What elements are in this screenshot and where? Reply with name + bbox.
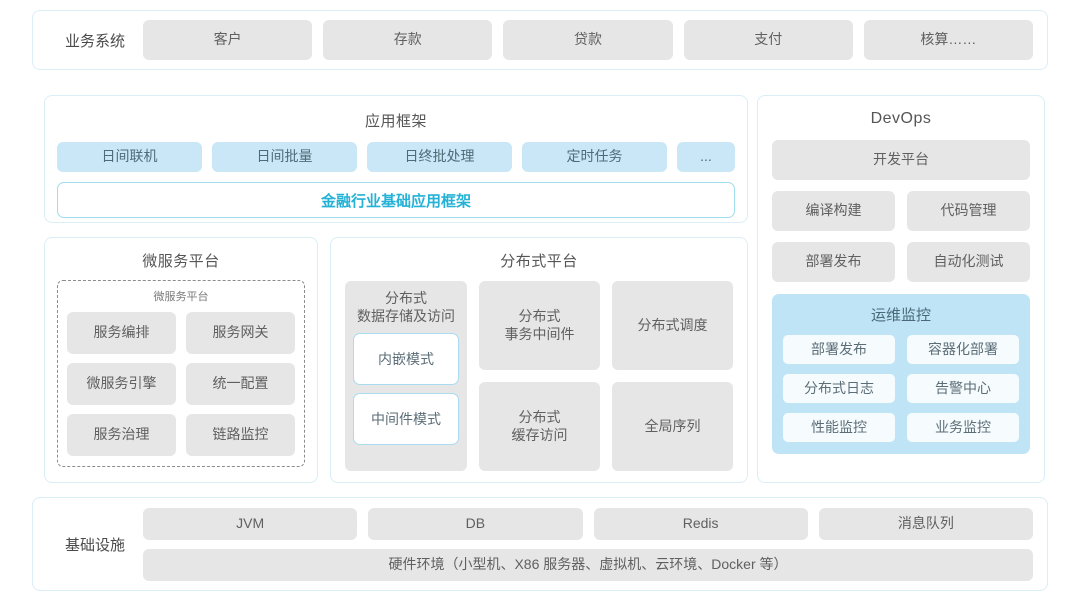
distributed-chip-embedded-mode[interactable]: 内嵌模式 xyxy=(353,333,459,386)
devops-chip-compile-build[interactable]: 编译构建 xyxy=(772,191,895,231)
infrastructure-label: 基础设施 xyxy=(64,536,125,554)
distributed-chip-transaction-middleware-line2: 事务中间件 xyxy=(504,325,575,342)
hardware-environment-row: 硬件环境（小型机、X86 服务器、虚拟机、云环境、Docker 等） xyxy=(143,548,1033,581)
financial-base-framework-banner: 金融行业基础应用框架 xyxy=(57,182,735,218)
business-system-row: 业务系统 客户 存款 贷款 支付 核算…… xyxy=(32,10,1048,70)
application-framework-panel: 应用框架 日间联机 日间批量 日终批处理 定时任务 ... 金融行业基础应用框架 xyxy=(44,95,748,223)
microservice-chip-governance[interactable]: 服务治理 xyxy=(67,414,176,456)
business-chip-payment[interactable]: 支付 xyxy=(683,20,853,60)
infra-chip-redis[interactable]: Redis xyxy=(593,507,808,540)
infra-chip-jvm[interactable]: JVM xyxy=(143,507,358,540)
distributed-chip-cache-access-line2: 缓存访问 xyxy=(511,426,568,443)
devops-chip-deploy-release[interactable]: 部署发布 xyxy=(772,242,895,282)
business-chip-loan[interactable]: 贷款 xyxy=(503,20,673,60)
distributed-data-storage-title-line2: 数据存储及访问 xyxy=(357,308,455,325)
microservice-items-grid: 服务编排 服务网关 微服务引擎 统一配置 服务治理 链路监控 xyxy=(67,312,295,456)
ops-chip-performance-monitor[interactable]: 性能监控 xyxy=(782,412,896,443)
appframe-chip-daytime-batch[interactable]: 日间批量 xyxy=(212,142,357,172)
appframe-chip-eod-batch[interactable]: 日终批处理 xyxy=(367,142,512,172)
business-chip-accounting[interactable]: 核算…… xyxy=(863,20,1034,60)
distributed-chip-cache-access-line1: 分布式 xyxy=(518,409,561,425)
ops-chip-deploy-release[interactable]: 部署发布 xyxy=(782,334,896,365)
distributed-chip-scheduling[interactable]: 分布式调度 xyxy=(612,281,733,370)
microservice-platform-panel: 微服务平台 微服务平台 服务编排 服务网关 微服务引擎 统一配置 服务治理 链路… xyxy=(44,237,318,483)
devops-items-grid: 编译构建 代码管理 部署发布 自动化测试 xyxy=(772,191,1030,282)
appframe-chip-daytime-online[interactable]: 日间联机 xyxy=(57,142,202,172)
distributed-chip-transaction-middleware[interactable]: 分布式 事务中间件 xyxy=(479,281,600,370)
appframe-chip-scheduled-task[interactable]: 定时任务 xyxy=(522,142,667,172)
microservice-platform-title: 微服务平台 xyxy=(142,253,220,270)
distributed-platform-panel: 分布式平台 分布式 数据存储及访问 内嵌模式 中间件模式 分布式 事务中间件 分… xyxy=(330,237,748,483)
ops-monitoring-title: 运维监控 xyxy=(870,307,931,324)
business-chip-customer[interactable]: 客户 xyxy=(143,20,313,60)
microservice-chip-gateway[interactable]: 服务网关 xyxy=(186,312,295,354)
distributed-platform-body: 分布式 数据存储及访问 内嵌模式 中间件模式 分布式 事务中间件 分布式调度 分… xyxy=(345,281,733,471)
business-system-label: 业务系统 xyxy=(64,32,125,50)
devops-chip-automated-test[interactable]: 自动化测试 xyxy=(907,242,1030,282)
distributed-chip-global-sequence[interactable]: 全局序列 xyxy=(612,382,733,471)
business-chip-deposit[interactable]: 存款 xyxy=(323,20,493,60)
microservice-chip-unified-config[interactable]: 统一配置 xyxy=(186,363,295,405)
distributed-chip-transaction-middleware-line1: 分布式 xyxy=(518,308,561,324)
appframe-chip-more[interactable]: ... xyxy=(677,142,735,172)
ops-chip-containerized-deploy[interactable]: 容器化部署 xyxy=(906,334,1020,365)
ops-monitoring-panel: 运维监控 部署发布 容器化部署 分布式日志 告警中心 性能监控 业务监控 xyxy=(772,294,1030,454)
distributed-data-storage-title: 分布式 数据存储及访问 xyxy=(353,289,459,325)
ops-chip-alert-center[interactable]: 告警中心 xyxy=(906,373,1020,404)
infrastructure-row: 基础设施 JVM DB Redis 消息队列 硬件环境（小型机、X86 服务器、… xyxy=(32,497,1048,591)
ops-chip-business-monitor[interactable]: 业务监控 xyxy=(906,412,1020,443)
infrastructure-chips: JVM DB Redis 消息队列 xyxy=(143,507,1033,540)
business-system-chips: 客户 存款 贷款 支付 核算…… xyxy=(143,20,1034,60)
microservice-inner-title: 微服务平台 xyxy=(153,291,209,303)
devops-chip-dev-platform[interactable]: 开发平台 xyxy=(772,140,1030,180)
distributed-items-grid: 分布式 事务中间件 分布式调度 分布式 缓存访问 全局序列 xyxy=(479,281,733,471)
infra-chip-message-queue[interactable]: 消息队列 xyxy=(818,507,1033,540)
distributed-chip-cache-access[interactable]: 分布式 缓存访问 xyxy=(479,382,600,471)
microservice-inner-box: 微服务平台 服务编排 服务网关 微服务引擎 统一配置 服务治理 链路监控 xyxy=(57,280,305,467)
devops-panel: DevOps 开发平台 编译构建 代码管理 部署发布 自动化测试 运维监控 部署… xyxy=(757,95,1045,483)
devops-title: DevOps xyxy=(870,110,932,127)
infra-chip-hardware-environment[interactable]: 硬件环境（小型机、X86 服务器、虚拟机、云环境、Docker 等） xyxy=(143,548,1033,581)
application-framework-title: 应用框架 xyxy=(364,113,427,130)
microservice-chip-orchestration[interactable]: 服务编排 xyxy=(67,312,176,354)
microservice-chip-trace-monitor[interactable]: 链路监控 xyxy=(186,414,295,456)
infra-chip-db[interactable]: DB xyxy=(368,507,583,540)
distributed-data-storage-group: 分布式 数据存储及访问 内嵌模式 中间件模式 xyxy=(345,281,467,471)
devops-chip-code-management[interactable]: 代码管理 xyxy=(907,191,1030,231)
microservice-chip-engine[interactable]: 微服务引擎 xyxy=(67,363,176,405)
application-framework-chips: 日间联机 日间批量 日终批处理 定时任务 ... xyxy=(57,142,735,172)
distributed-chip-middleware-mode[interactable]: 中间件模式 xyxy=(353,393,459,446)
distributed-platform-title: 分布式平台 xyxy=(500,253,578,270)
ops-chip-distributed-log[interactable]: 分布式日志 xyxy=(782,373,896,404)
infrastructure-content: JVM DB Redis 消息队列 硬件环境（小型机、X86 服务器、虚拟机、云… xyxy=(143,507,1033,581)
ops-monitoring-grid: 部署发布 容器化部署 分布式日志 告警中心 性能监控 业务监控 xyxy=(782,334,1020,443)
distributed-data-storage-title-line1: 分布式 xyxy=(385,290,427,306)
